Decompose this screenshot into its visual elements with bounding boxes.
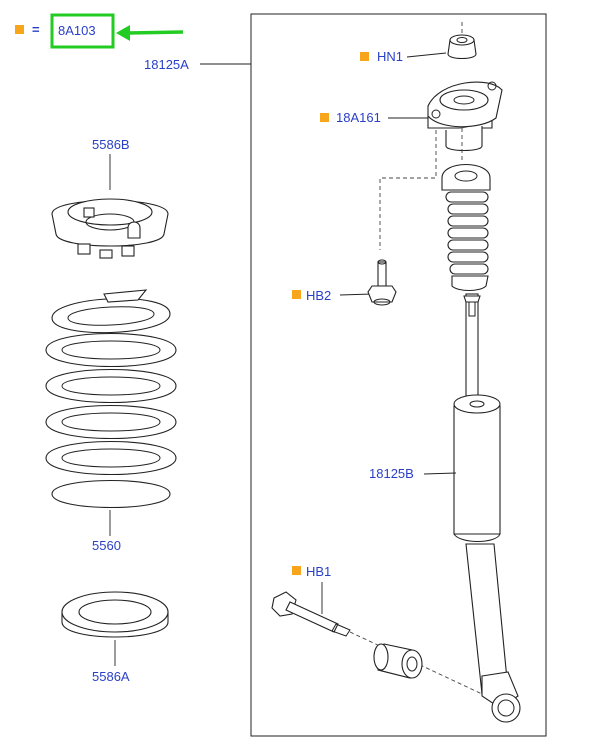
legend-code[interactable]: 8A103: [58, 23, 96, 38]
lower-bolt-marker-icon: [292, 566, 301, 575]
bump-stop-part: [441, 163, 491, 292]
label-lower-spring-seat[interactable]: 5586A: [92, 669, 130, 684]
nut-marker-icon: [360, 52, 369, 61]
legend-highlight-box: [50, 13, 115, 49]
label-nut[interactable]: HN1: [377, 49, 403, 64]
nut-part: [447, 34, 477, 60]
label-mount-bolt[interactable]: HB2: [306, 288, 331, 303]
assembly-frame: [250, 13, 547, 737]
label-top-mount[interactable]: 18A161: [336, 110, 381, 125]
mount-bolt-part: [367, 259, 397, 306]
label-upper-spring-seat[interactable]: 5586B: [92, 137, 130, 152]
top-mount-part: [427, 81, 503, 152]
lower-bolt-part: [271, 591, 483, 695]
legend-equals: =: [32, 22, 40, 37]
top-mount-marker-icon: [320, 113, 329, 122]
dash-line-mount: [379, 130, 437, 250]
green-arrow-icon: [116, 25, 184, 41]
legend-marker-icon: [15, 25, 24, 34]
coil-spring-part: [45, 289, 177, 536]
mount-bolt-marker-icon: [292, 290, 301, 299]
shock-absorber-leader: [423, 472, 457, 475]
label-coil-spring[interactable]: 5560: [92, 538, 121, 553]
lower-spring-seat-part: [61, 591, 169, 638]
bushing-part: [373, 643, 423, 679]
label-shock-absorber[interactable]: 18125B: [369, 466, 414, 481]
label-lower-bolt[interactable]: HB1: [306, 564, 331, 579]
label-assembly[interactable]: 18125A: [144, 57, 189, 72]
upper-spring-seat-part: [51, 198, 169, 259]
shock-absorber-part: [453, 293, 521, 723]
